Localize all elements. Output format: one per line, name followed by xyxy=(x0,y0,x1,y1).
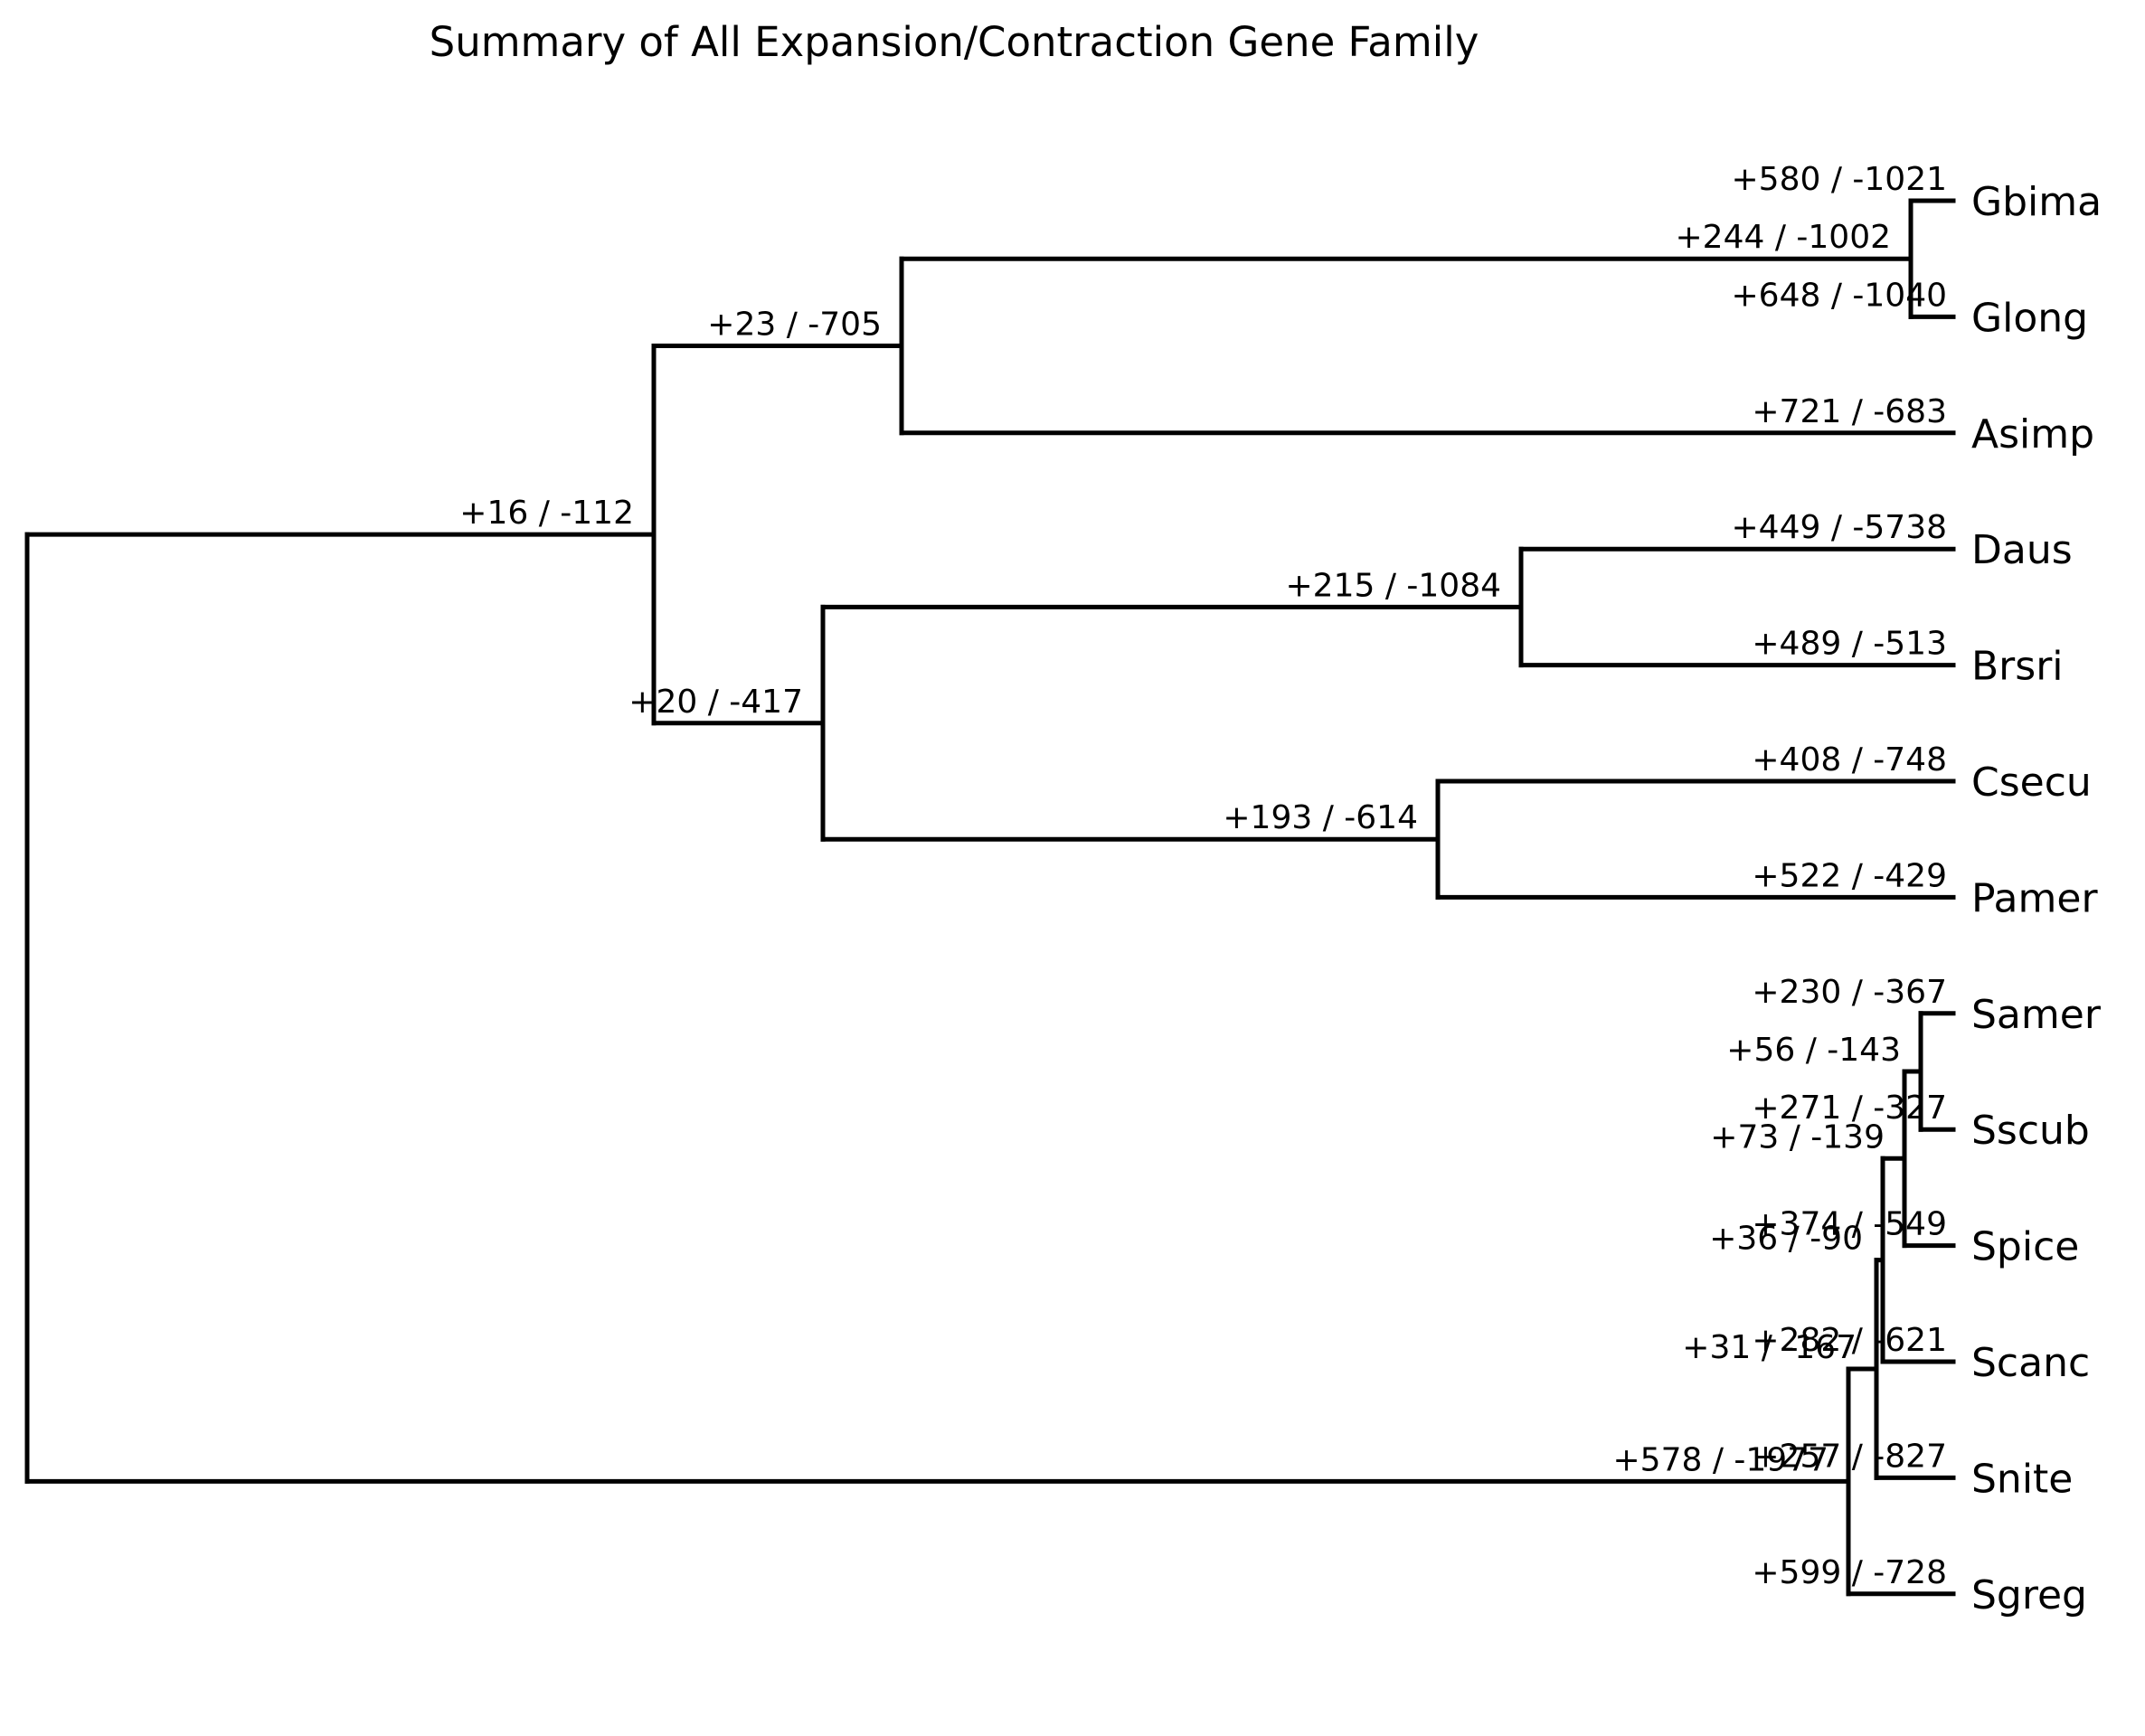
branch-label: +16 / -112 xyxy=(459,495,634,532)
taxon-label: Scanc xyxy=(1971,1340,2090,1386)
branch-label: +648 / -1040 xyxy=(1732,277,1948,314)
branch-label: +244 / -1002 xyxy=(1676,219,1892,256)
tree-branches-group: +16 / -112 +23 / -705 +244 / -1002 +580 / -… xyxy=(24,161,2102,1618)
branch-label: +522 / -429 xyxy=(1752,857,1947,894)
figure-title: Summary of All Expansion/Contraction Gen… xyxy=(430,18,1479,66)
taxon-label: Snite xyxy=(1971,1456,2073,1502)
branch-label: +580 / -1021 xyxy=(1732,161,1948,198)
branch-label: +374 / -549 xyxy=(1752,1206,1947,1243)
branch-label: +408 / -748 xyxy=(1752,741,1947,778)
branch-label: +73 / -139 xyxy=(1710,1118,1885,1156)
branch-label: +449 / -5738 xyxy=(1732,509,1948,546)
taxon-label: Sgreg xyxy=(1971,1572,2087,1618)
branch-label: +31 / -167 xyxy=(1682,1329,1857,1366)
taxon-label: Gbima xyxy=(1971,179,2102,225)
taxon-label: Samer xyxy=(1971,992,2102,1038)
branch-label: +193 / -614 xyxy=(1223,799,1418,836)
branch-label: +23 / -705 xyxy=(707,307,882,344)
branch-label: +36 / -90 xyxy=(1709,1221,1863,1258)
branch-label: +721 / -683 xyxy=(1752,393,1947,430)
taxon-label: Asimp xyxy=(1971,411,2094,458)
taxon-label: Csecu xyxy=(1971,760,2092,806)
taxon-label: Glong xyxy=(1971,295,2088,341)
branch-label: +599 / -728 xyxy=(1752,1554,1947,1591)
branch-label: +282 / -621 xyxy=(1752,1322,1947,1359)
branch-label: +215 / -1084 xyxy=(1286,567,1502,604)
taxon-label: Brsri xyxy=(1971,644,2064,690)
taxon-label: Pamer xyxy=(1971,875,2098,921)
branch-label: +489 / -513 xyxy=(1752,626,1947,663)
branch-label: +230 / -367 xyxy=(1752,974,1947,1011)
taxon-label: Daus xyxy=(1971,527,2073,573)
branch-label: +271 / -327 xyxy=(1752,1090,1947,1127)
branch-label: +578 / -1977 xyxy=(1613,1441,1829,1478)
branch-label: +56 / -143 xyxy=(1726,1032,1901,1069)
branch-label: +257 / -827 xyxy=(1752,1438,1947,1475)
taxon-label: Sscub xyxy=(1971,1108,2090,1154)
branch-label: +20 / -417 xyxy=(628,684,803,721)
taxon-label: Spice xyxy=(1971,1224,2079,1270)
